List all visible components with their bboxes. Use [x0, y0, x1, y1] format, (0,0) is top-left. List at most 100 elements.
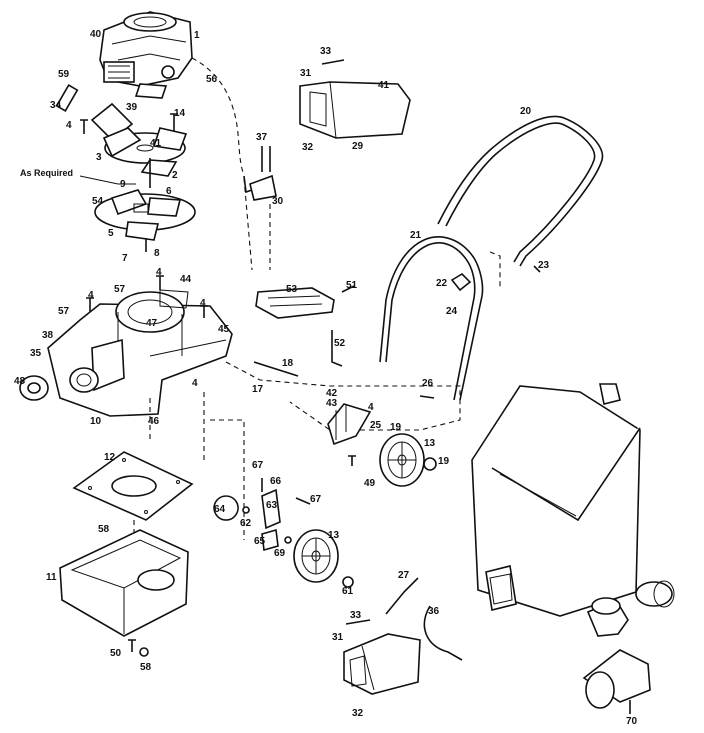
label-19a: 19 — [390, 422, 402, 433]
screw-4a — [80, 119, 88, 134]
label-34: 34 — [50, 100, 62, 111]
label-62: 62 — [240, 518, 252, 529]
label-4d: 4 — [200, 298, 206, 309]
wheel-13-rear — [379, 433, 425, 487]
label-4a: 4 — [66, 120, 72, 131]
label-36: 36 — [428, 606, 440, 617]
chute-lower — [343, 619, 421, 695]
label-66: 66 — [270, 476, 282, 487]
label-41b: 41 — [378, 80, 390, 91]
label-37: 37 — [256, 132, 268, 143]
label-4c: 4 — [88, 290, 94, 301]
screw-50 — [128, 639, 136, 652]
ring-48 — [19, 375, 49, 401]
wire-30 — [243, 175, 253, 194]
label-33a: 33 — [320, 46, 332, 57]
label-54: 54 — [92, 196, 104, 207]
lower-housing-11 — [59, 529, 189, 637]
label-10: 10 — [90, 416, 102, 427]
height-adjuster — [213, 478, 311, 552]
label-13a: 13 — [424, 438, 436, 449]
bracket-53 — [255, 287, 335, 319]
housing — [47, 289, 233, 417]
label-58b: 58 — [140, 662, 152, 673]
label-18: 18 — [282, 358, 294, 369]
label-2: 2 — [172, 170, 178, 181]
rod-37 — [261, 146, 271, 172]
wheel-13-front — [293, 529, 339, 583]
label-17: 17 — [252, 384, 264, 395]
cap-19 — [423, 457, 437, 471]
label-33b: 33 — [350, 610, 362, 621]
label-52: 52 — [334, 338, 346, 349]
label-31a: 31 — [300, 68, 312, 79]
label-23: 23 — [538, 260, 550, 271]
strap-36 — [423, 605, 463, 661]
axle-bracket — [327, 403, 372, 446]
label-32b: 32 — [352, 708, 364, 719]
label-19b: 19 — [438, 456, 450, 467]
label-59: 59 — [58, 69, 70, 80]
label-40: 40 — [90, 29, 102, 40]
labels: 40 1 59 56 34 39 14 4 41 3 As Required 9… — [14, 29, 638, 727]
label-6: 6 — [166, 186, 172, 197]
label-39: 39 — [126, 102, 138, 113]
impeller — [102, 127, 188, 188]
leader-as-required — [79, 175, 136, 185]
label-8: 8 — [154, 248, 160, 259]
screw-4b — [86, 297, 94, 312]
label-21: 21 — [410, 230, 422, 241]
label-50: 50 — [110, 648, 122, 659]
label-47: 47 — [146, 318, 158, 329]
label-67a: 67 — [252, 460, 264, 471]
elbow-tube — [582, 580, 675, 714]
label-41a: 41 — [150, 138, 162, 149]
label-29: 29 — [352, 141, 364, 152]
cap-61 — [342, 576, 354, 588]
label-63: 63 — [266, 500, 278, 511]
label-27: 27 — [398, 570, 410, 581]
screw-4c — [156, 275, 164, 290]
label-53: 53 — [286, 284, 298, 295]
handle-upper-20 — [437, 115, 604, 267]
rod-52 — [331, 330, 343, 367]
label-22: 22 — [436, 278, 448, 289]
bag — [471, 383, 641, 617]
label-48: 48 — [14, 376, 26, 387]
fan-plate — [94, 189, 196, 252]
screw-51 — [341, 285, 355, 293]
label-as-required: As Required — [20, 168, 73, 178]
label-7: 7 — [122, 253, 128, 264]
label-57b: 57 — [114, 284, 126, 295]
label-1: 1 — [194, 30, 200, 41]
label-43: 43 — [326, 398, 338, 409]
chute-41 — [299, 59, 411, 139]
label-14: 14 — [174, 108, 186, 119]
label-13b: 13 — [328, 530, 340, 541]
leader-27 — [385, 577, 419, 615]
label-31b: 31 — [332, 632, 344, 643]
label-4b: 4 — [156, 267, 162, 278]
label-11: 11 — [46, 572, 57, 583]
label-38: 38 — [42, 330, 54, 341]
label-64: 64 — [214, 504, 226, 515]
label-4f: 4 — [368, 402, 374, 413]
label-3: 3 — [96, 152, 102, 163]
label-51: 51 — [346, 280, 358, 291]
label-56: 56 — [206, 74, 218, 85]
label-9: 9 — [120, 179, 126, 190]
label-32a: 32 — [302, 142, 314, 153]
label-44: 44 — [180, 274, 192, 285]
label-61: 61 — [342, 586, 354, 597]
label-5: 5 — [108, 228, 114, 239]
nut-58 — [139, 647, 149, 657]
base-plate-12 — [72, 451, 194, 521]
part-59 — [55, 84, 79, 112]
label-58a: 58 — [98, 524, 110, 535]
label-70: 70 — [626, 716, 638, 727]
label-4e: 4 — [192, 378, 198, 389]
knob-22 — [450, 272, 472, 292]
rod-18 — [253, 361, 299, 377]
cable-56 — [191, 57, 245, 176]
